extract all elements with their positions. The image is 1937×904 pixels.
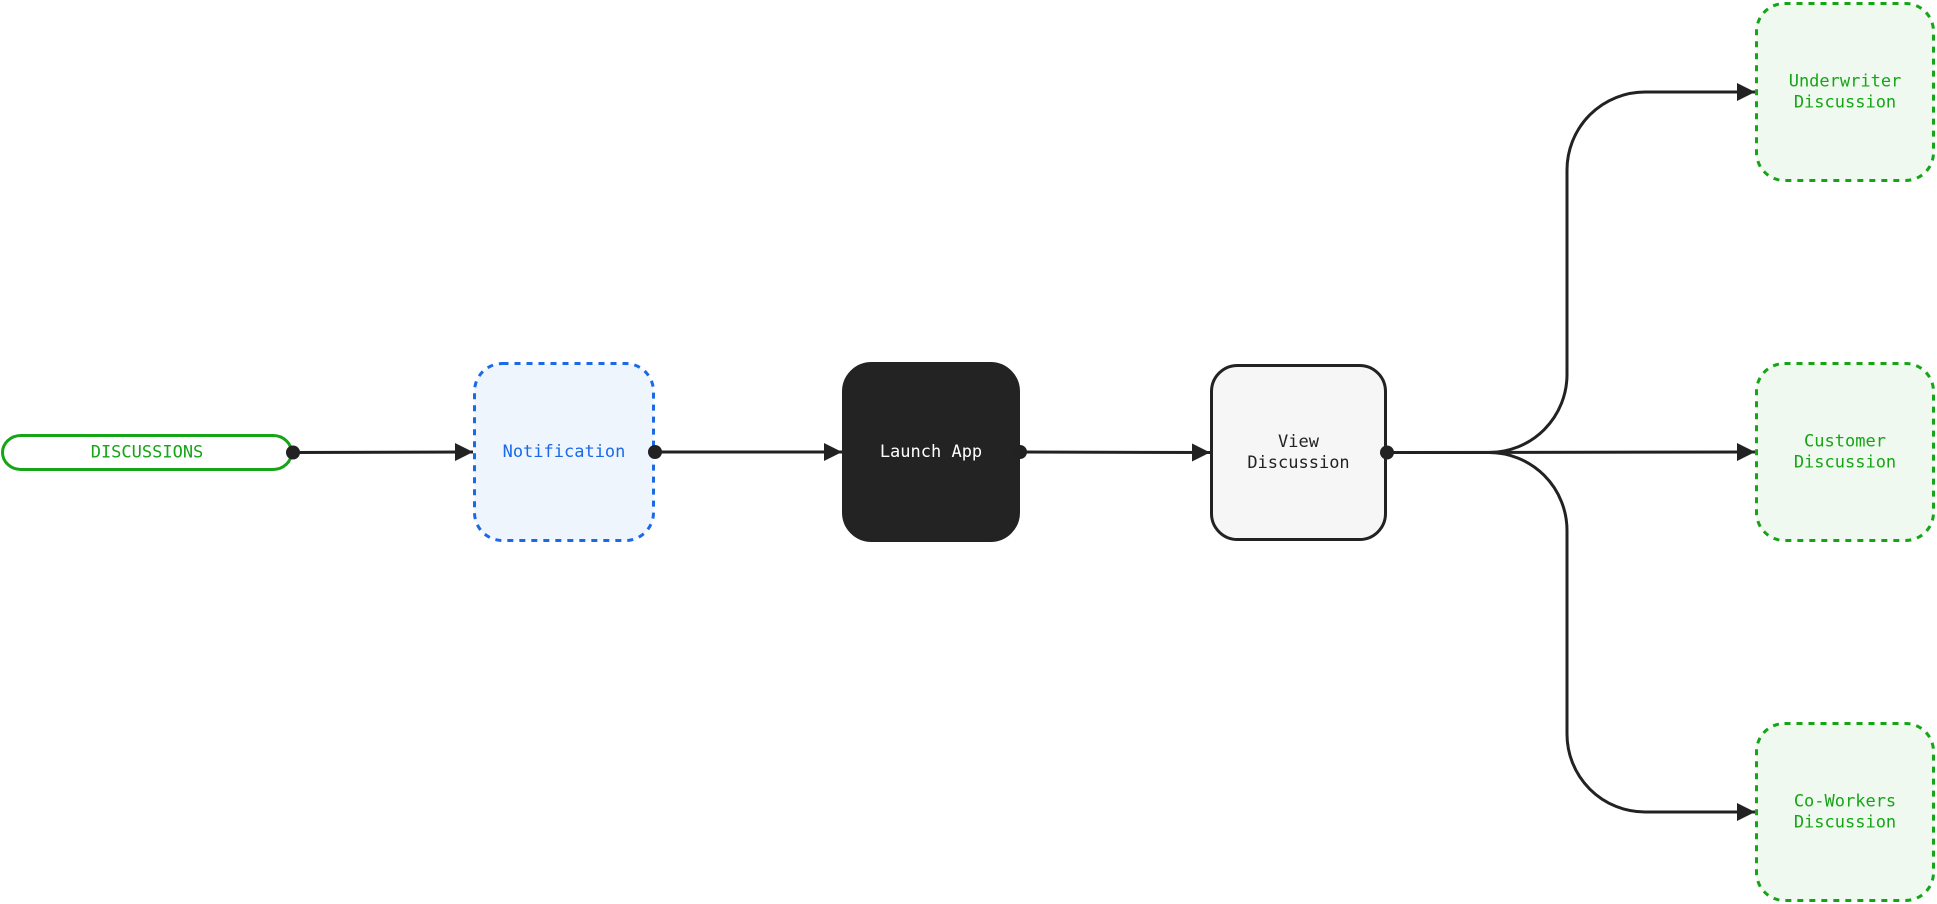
node-shape-coworkers-discussion (1755, 722, 1935, 902)
node-launch-app: Launch App (842, 362, 1020, 542)
node-shape-underwriter-discussion (1755, 2, 1935, 182)
node-shape-notification (473, 362, 655, 542)
node-label-underwriter-discussion-line-1: Discussion (1794, 93, 1896, 113)
node-label-coworkers-discussion-line-1: Discussion (1794, 813, 1896, 833)
node-shape-customer-discussion (1755, 362, 1935, 542)
node-label-coworkers-discussion-line-0: Co-Workers (1794, 792, 1896, 812)
node-label-underwriter-discussion-line-0: Underwriter (1789, 72, 1902, 92)
edge-view-discussion-to-coworkers-discussion (1387, 451, 1755, 821)
connector-dot-launch-app (1013, 445, 1027, 459)
node-label-customer-discussion-line-1: Discussion (1794, 453, 1896, 473)
node-label-view-discussion-line-1: Discussion (1247, 453, 1349, 473)
edge-discussions-to-notification (292, 443, 474, 462)
node-notification: Notification (473, 362, 655, 542)
connector-dot-view-discussion (1380, 445, 1394, 460)
connector-dot-discussions (286, 445, 300, 460)
node-label-customer-discussion-line-0: Customer (1804, 432, 1886, 452)
node-label-launch-app-line-0: Launch App (880, 442, 982, 462)
edges (292, 83, 1756, 821)
node-label-discussions-line-0: DISCUSSIONS (91, 443, 204, 463)
node-discussions: DISCUSSIONS (1, 434, 293, 471)
node-label-view-discussion-line-0: View (1278, 432, 1320, 452)
edge-view-discussion-to-underwriter-discussion (1387, 83, 1755, 454)
connector-dots (286, 445, 1394, 460)
connector-dot-notification (648, 445, 662, 459)
edge-launch-app-to-view-discussion (1019, 443, 1211, 462)
node-label-notification-line-0: Notification (503, 442, 626, 462)
